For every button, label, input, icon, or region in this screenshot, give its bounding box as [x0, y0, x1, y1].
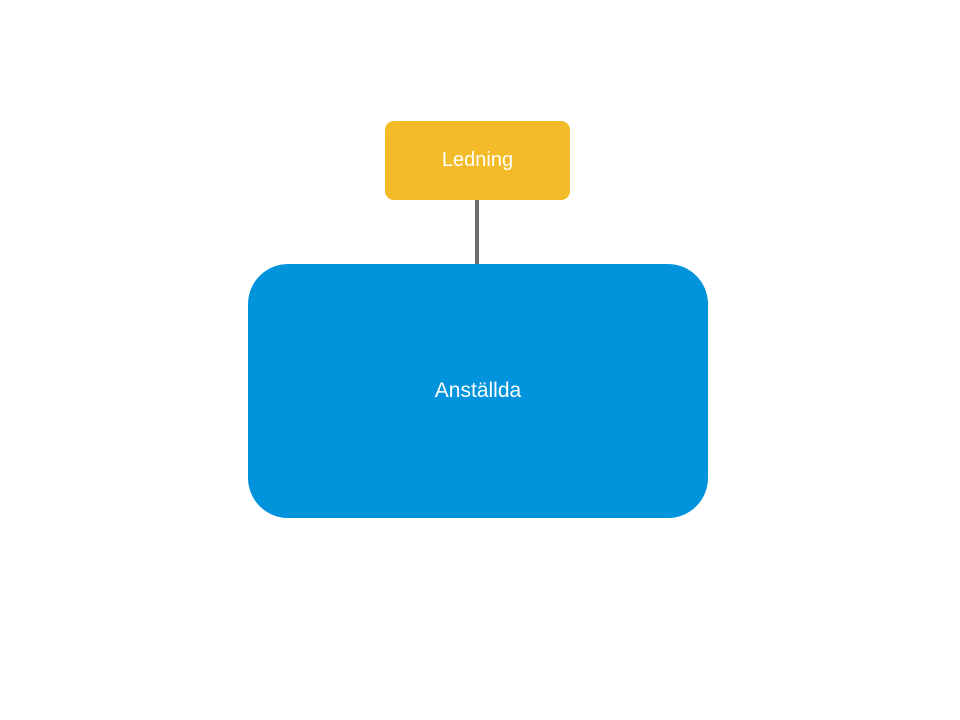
node-anstallda-label: Anställda	[434, 379, 522, 402]
node-ledning: Ledning	[385, 121, 570, 200]
node-ledning-label: Ledning	[441, 149, 514, 171]
connector-line	[475, 200, 479, 264]
node-anstallda: Anställda	[248, 264, 708, 518]
